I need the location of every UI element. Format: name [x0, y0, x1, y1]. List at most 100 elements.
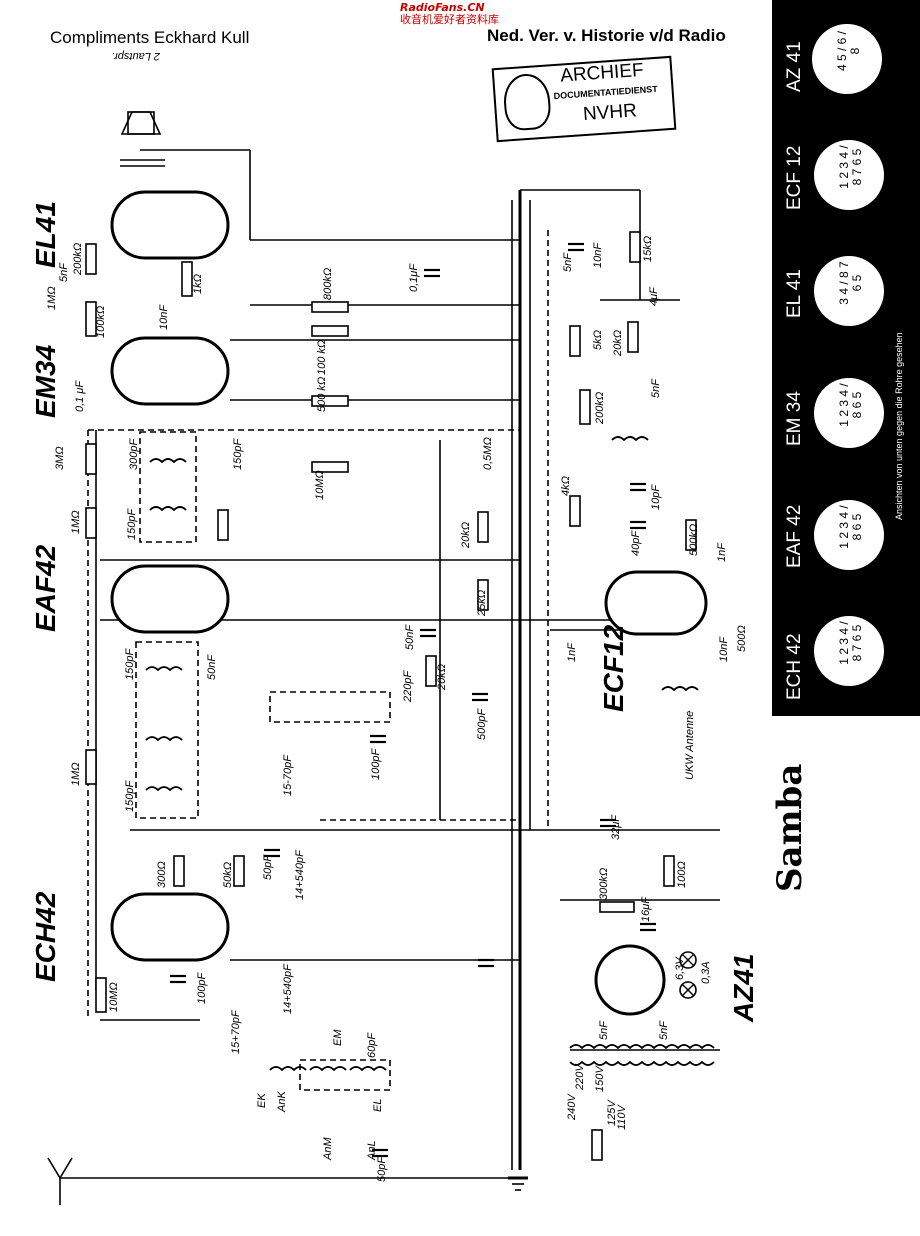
component-label: 0,3A — [700, 961, 712, 984]
component-label: 150pF — [126, 508, 138, 540]
component-label: 14+540pF — [294, 850, 306, 900]
tube-label-ech42: ECH42 — [30, 891, 61, 982]
panel-tube-label: ECF 12 — [784, 145, 805, 210]
component-label: 300Ω — [156, 861, 168, 888]
component-label: 5nF — [650, 379, 662, 398]
socket-pins: 1 2 3 4 / 8 7 6 5 — [837, 145, 864, 189]
component-label: 15+70pF — [230, 1010, 242, 1054]
tube-el41-envelope — [110, 190, 230, 260]
component-label: 1MΩ — [46, 286, 58, 310]
model-name: Samba — [770, 763, 810, 892]
socket-ech42: 1 2 3 4 / 8 7 6 5 — [814, 616, 884, 686]
component-label: 14+540pF — [282, 964, 294, 1014]
component-label: 32μF — [610, 815, 622, 840]
panel-tube-label: AZ 41 — [784, 41, 805, 92]
component-label: 200kΩ — [594, 391, 606, 424]
component-label: 50nF — [404, 624, 416, 650]
component-label: 10nF — [158, 304, 170, 330]
component-label: 15-70pF — [282, 755, 294, 796]
component-label: 1MΩ — [70, 510, 82, 534]
tube-label-ecf12: ECF12 — [598, 624, 629, 712]
socket-pins: 1 2 3 4 / 8 6 5 — [837, 383, 864, 427]
panel-note: Ansichten von unten gegen die Rohre gese… — [894, 332, 904, 520]
component-label: 50pF — [262, 854, 274, 880]
component-label: 200kΩ — [72, 242, 84, 275]
component-label: 4kΩ — [560, 476, 572, 496]
component-label: 20kΩ — [612, 329, 624, 356]
tube-eaf42-envelope — [110, 564, 230, 634]
component-label: 150V — [594, 1066, 606, 1092]
organisation-text: Ned. Ver. v. Historie v/d Radio — [487, 26, 726, 45]
socket-el41: 3 4 / 8 7 6 5 — [814, 256, 884, 326]
component-label: AnM — [322, 1137, 334, 1160]
component-label: 5nF — [598, 1021, 610, 1040]
component-label: 0,1 μF — [74, 380, 86, 412]
socket-eaf42: 1 2 3 4 / 8 6 5 — [814, 500, 884, 570]
tube-label-el41: EL41 — [30, 201, 61, 268]
component-label: 10MΩ — [108, 982, 120, 1012]
component-label: 100pF — [196, 972, 208, 1004]
component-label: 20kΩ — [460, 521, 472, 548]
component-label: 50pF — [376, 1156, 388, 1182]
tube-label-az41: AZ41 — [728, 953, 759, 1022]
component-label: 16μF — [640, 897, 652, 922]
component-label: 60pF — [366, 1032, 378, 1058]
component-label: AnL — [366, 1140, 378, 1160]
component-label: 5nF — [562, 253, 574, 272]
socket-pins: 4 5 / 6 / 8 — [835, 30, 862, 72]
component-label: 10MΩ — [314, 470, 326, 500]
component-label: 150pF — [124, 780, 136, 812]
component-label: 500kΩ — [688, 523, 700, 556]
component-label: 100pF — [370, 748, 382, 780]
component-label: 5nF — [58, 263, 70, 282]
component-label: 25kΩ — [476, 589, 488, 616]
component-label: 0,5MΩ — [482, 437, 494, 470]
component-label: 0,1μF — [408, 263, 420, 292]
component-label: AnK — [276, 1091, 288, 1112]
component-label: EK — [256, 1093, 268, 1108]
site-logo: RadioFans.CN 收音机爱好者资料库 — [400, 2, 499, 26]
component-label: 100kΩ — [95, 305, 107, 338]
component-label: 500pF — [476, 708, 488, 740]
component-label: 5nF — [658, 1021, 670, 1040]
socket-pins: 1 2 3 4 / 8 6 5 — [837, 505, 864, 549]
socket-pins: 1 2 3 4 / 8 7 6 5 — [837, 621, 864, 665]
component-label: 220pF — [402, 670, 414, 702]
tube-em34-envelope — [110, 336, 230, 406]
component-label: 20kΩ — [436, 663, 448, 690]
tube-socket-panel: AZ 41 ECF 12 EL 41 EM 34 EAF 42 ECH 42 4… — [772, 0, 920, 716]
component-label: 15kΩ — [642, 235, 654, 262]
component-label: 220V — [574, 1064, 586, 1090]
tube-label-em34: EM34 — [30, 344, 61, 418]
panel-tube-label: EM 34 — [784, 391, 805, 446]
component-label: 100 kΩ — [316, 339, 328, 375]
component-label: 10pF — [650, 484, 662, 510]
component-label: 10nF — [718, 636, 730, 662]
panel-tube-label: EAF 42 — [784, 504, 805, 568]
component-label: 50kΩ — [222, 861, 234, 888]
component-label: 1nF — [566, 643, 578, 662]
socket-az41: 4 5 / 6 / 8 — [812, 24, 882, 94]
site-logo-subtext: 收音机爱好者资料库 — [400, 13, 499, 26]
socket-pins: 3 4 / 8 7 6 5 — [837, 261, 864, 305]
site-logo-text: RadioFans.CN — [400, 1, 485, 14]
socket-ecf12: 1 2 3 4 / 8 7 6 5 — [814, 140, 884, 210]
component-label: 110V — [616, 1105, 628, 1130]
component-label: 4μF — [648, 287, 660, 306]
socket-em34: 1 2 3 4 / 8 6 5 — [814, 378, 884, 448]
compliments-text: Compliments Eckhard Kull — [50, 28, 250, 47]
tube-ecf12-envelope — [604, 570, 708, 636]
tube-az41-envelope — [594, 944, 666, 1016]
component-label: 1kΩ — [192, 274, 204, 294]
schematic-drawing — [47, 111, 720, 1205]
component-label: 10nF — [592, 242, 604, 268]
component-label: UKW Antenne — [684, 710, 696, 780]
component-label: 300kΩ — [598, 867, 610, 900]
component-label: 800kΩ — [322, 267, 334, 300]
component-label: EM — [332, 1029, 344, 1047]
component-label: 500Ω — [736, 625, 748, 652]
panel-tube-label: EL 41 — [784, 269, 805, 318]
component-label: 240V — [566, 1094, 578, 1120]
tube-label-eaf42: EAF42 — [30, 544, 61, 632]
tube-ech42-envelope — [110, 892, 230, 962]
